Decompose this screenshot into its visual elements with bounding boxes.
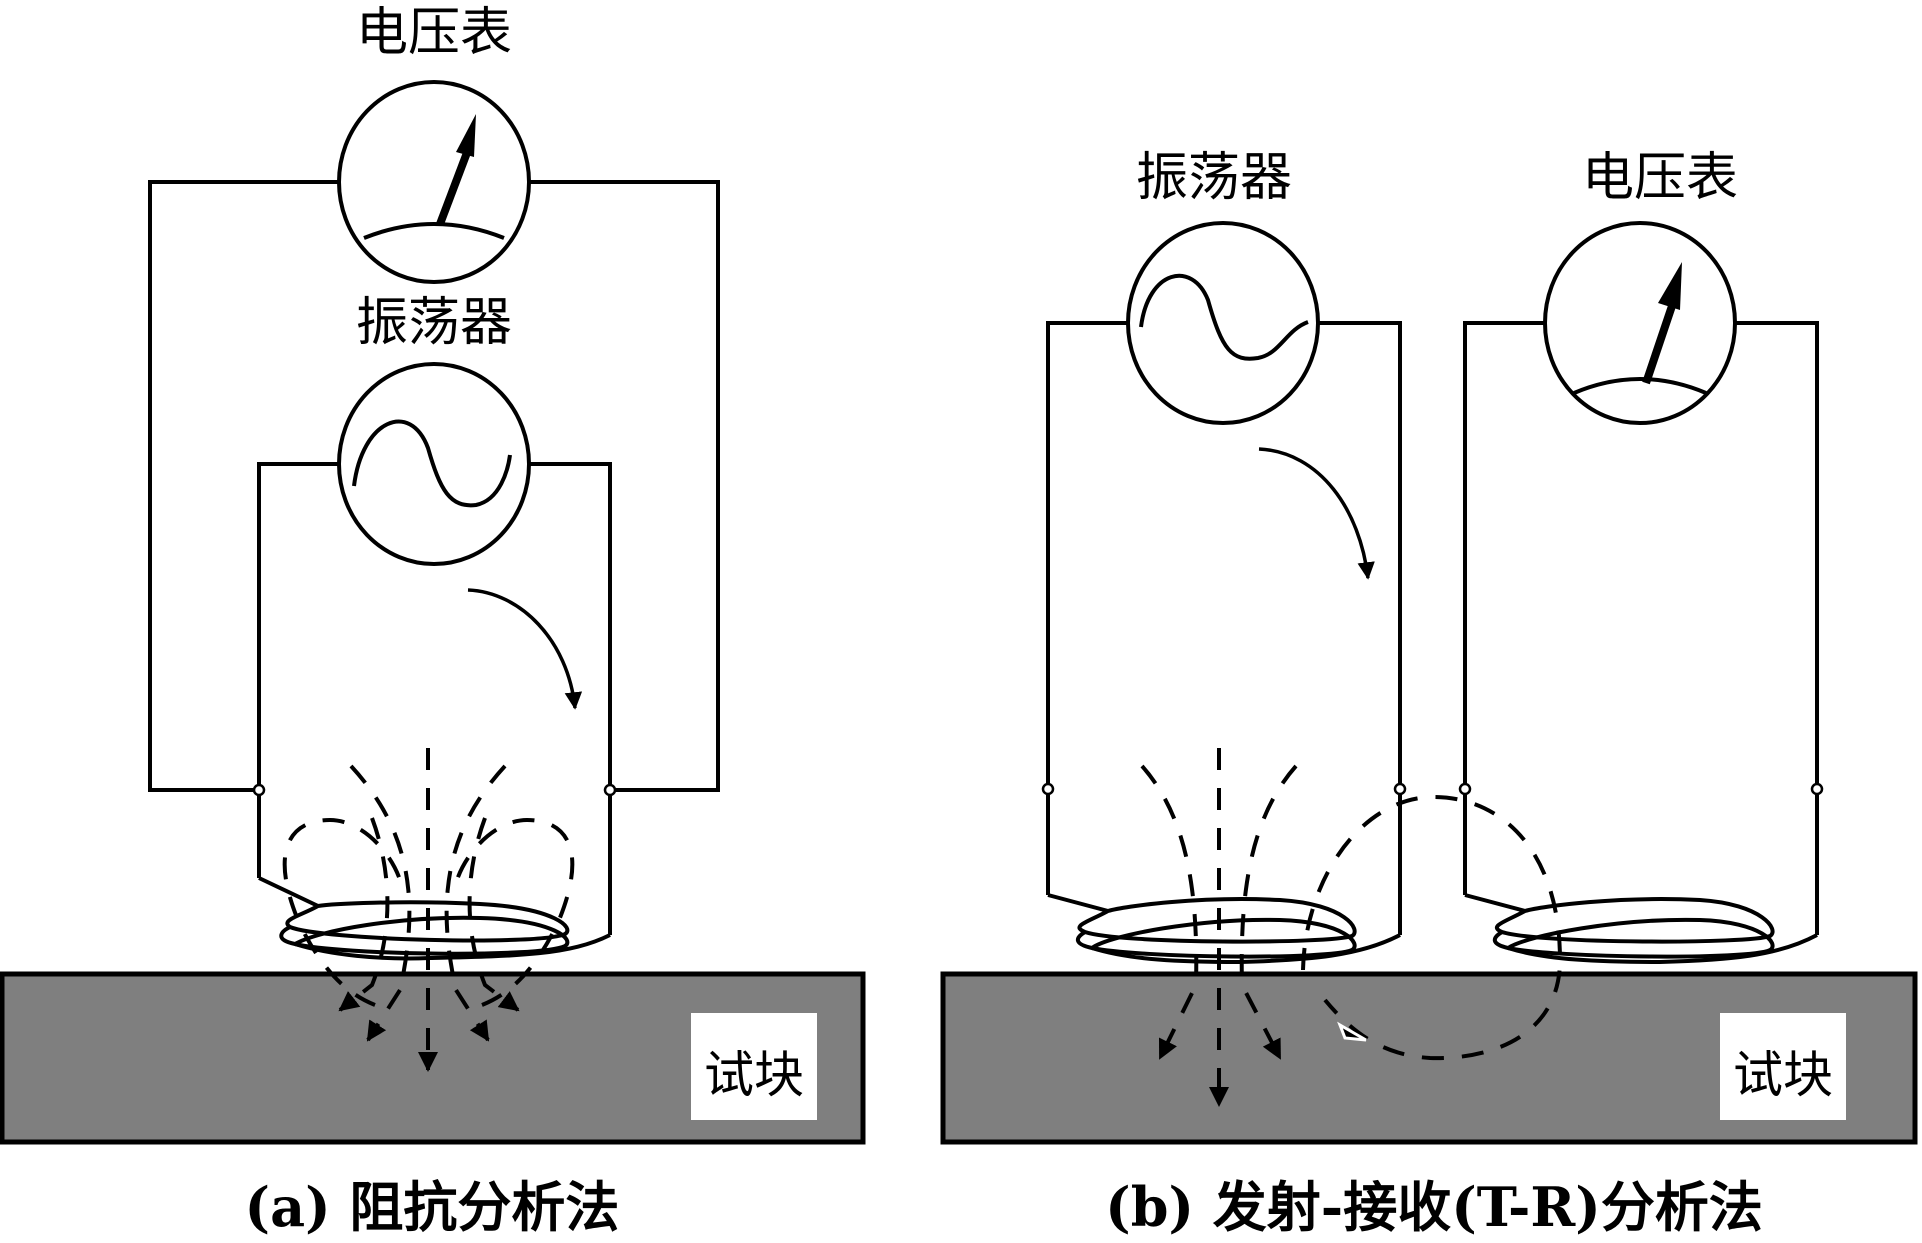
current-direction-arrow-b xyxy=(1258,447,1375,580)
oscillator-label-a: 振荡器 xyxy=(356,293,512,353)
receiver-coil-b xyxy=(1464,893,1818,965)
current-direction-arrow-a xyxy=(467,588,583,710)
oscillator-circuit-wire-a xyxy=(257,462,612,935)
junction-dot xyxy=(1041,782,1055,796)
oscillator-label-b: 振荡器 xyxy=(1136,148,1292,208)
magnetic-field-lines-b xyxy=(1140,748,1298,1107)
voltmeter-icon-a xyxy=(337,80,531,284)
junction-dot xyxy=(603,783,617,797)
voltmeter-circuit-wire-a xyxy=(148,180,720,792)
panel-b: 试块 振荡器 电压表 xyxy=(940,148,1918,1239)
specimen-label-box-a xyxy=(691,1013,817,1120)
panel-a: 试块 电压表 振荡器 xyxy=(0,3,866,1239)
junction-dot xyxy=(1810,782,1824,796)
specimen-label-a: 试块 xyxy=(704,1046,804,1104)
transmitter-coil-b xyxy=(1047,893,1401,965)
specimen-label-b: 试块 xyxy=(1733,1046,1833,1104)
voltmeter-icon-b xyxy=(1543,221,1737,425)
junction-dot xyxy=(1393,782,1407,796)
transmitter-circuit-wire-b xyxy=(1046,321,1402,935)
voltmeter-label-b: 电压表 xyxy=(1582,148,1738,208)
receiver-circuit-wire-b xyxy=(1463,321,1819,935)
oscillator-icon-b xyxy=(1126,221,1320,425)
oscillator-icon-a xyxy=(337,362,531,566)
voltmeter-label-a: 电压表 xyxy=(356,3,512,63)
open-arrowhead-icon xyxy=(1337,1021,1367,1042)
junction-dot xyxy=(252,783,266,797)
junction-dot xyxy=(1458,782,1472,796)
probe-coil-a xyxy=(258,876,611,961)
caption-a: (a) 阻抗分析法 xyxy=(245,1175,620,1239)
caption-b: (b) 发射-接收(T-R)分析法 xyxy=(1105,1175,1763,1239)
specimen-label-box-b xyxy=(1720,1013,1846,1120)
magnetic-field-lines-a xyxy=(282,748,575,1072)
coupling-field-loop-b xyxy=(1301,794,1563,1061)
